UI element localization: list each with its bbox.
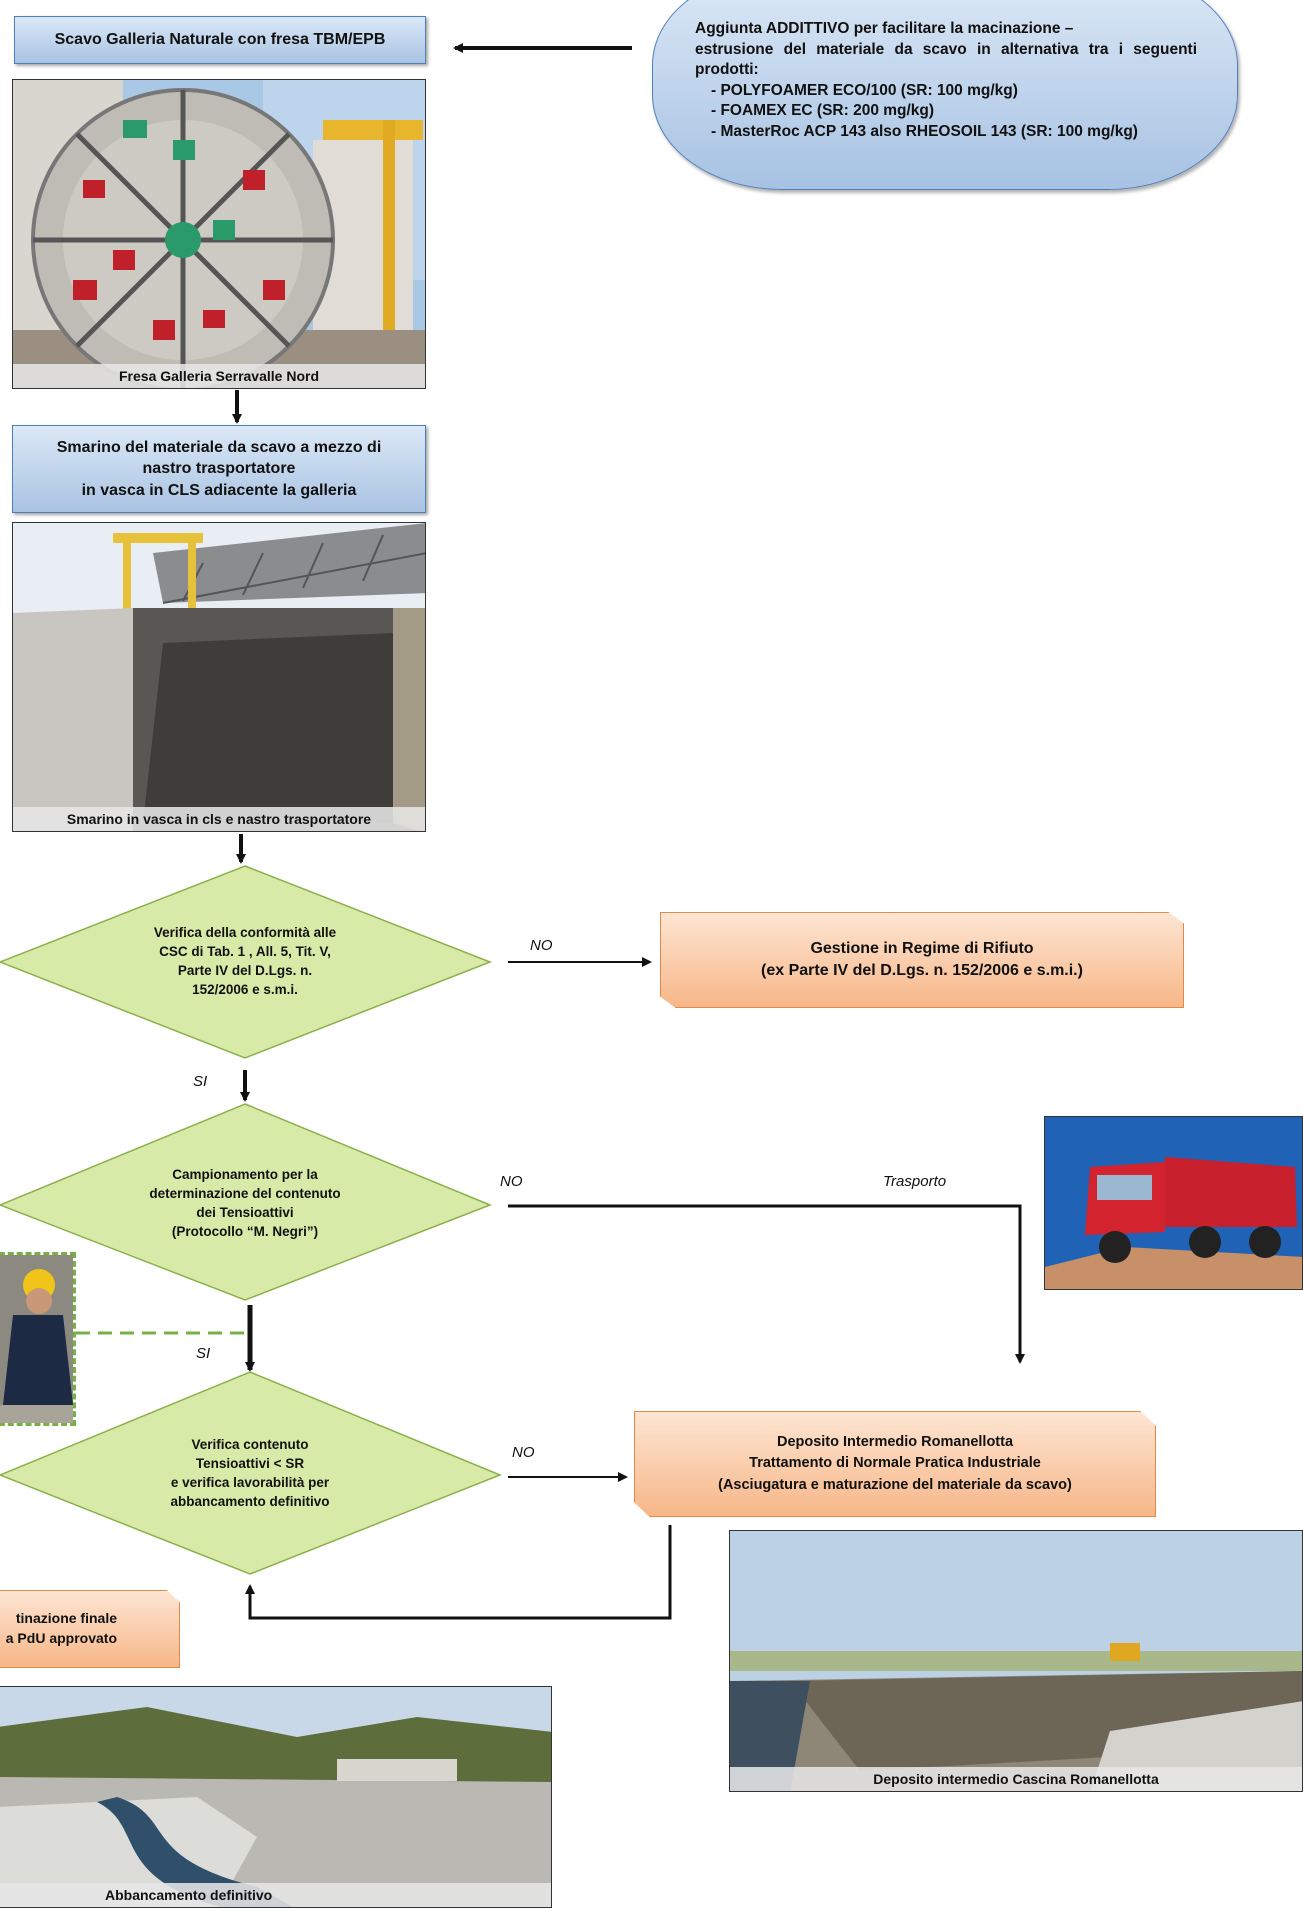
scavo-label: Scavo Galleria Naturale con fresa TBM/EP… <box>54 31 386 49</box>
additive-item: FOAMEX EC (SR: 200 mg/kg) <box>711 101 1197 122</box>
additive-item: MasterRoc ACP 143 also RHEOSOIL 143 (SR:… <box>711 122 1197 143</box>
label-no-3: NO <box>512 1444 535 1461</box>
rifiuto-line1: Gestione in Regime di Rifiuto <box>810 939 1034 957</box>
vasca-image <box>13 523 425 831</box>
diamond-tensioattivi-text: Campionamento per la determinazione del … <box>100 1158 390 1250</box>
smarino-line3: in vasca in CLS adiacente la galleria <box>81 481 357 499</box>
smarino-line2: nastro trasportatore <box>142 460 296 478</box>
smarino-box: Smarino del materiale da scavo a mezzo d… <box>12 425 426 513</box>
diamond-sr-line: e verifica lavorabilità per <box>170 1475 330 1490</box>
photo-vasca: Smarino in vasca in cls e nastro traspor… <box>12 522 426 832</box>
diamond-sr-text: Verifica contenuto Tensioattivi < SR e v… <box>110 1428 390 1520</box>
diamond-csc-line: CSC di Tab. 1 , All. 5, Tit. V, <box>159 944 331 960</box>
scavo-box: Scavo Galleria Naturale con fresa TBM/EP… <box>14 16 426 64</box>
destinazione-line1: tinazione finale <box>15 1610 117 1627</box>
diamond-sr-line: abbancamento definitivo <box>170 1493 330 1509</box>
diamond-tensioattivi-line: determinazione del contenuto <box>149 1186 341 1202</box>
diamond-tensioattivi-line: Campionamento per la <box>172 1167 318 1183</box>
destinazione-box: tinazione finale a PdU approvato <box>0 1590 180 1668</box>
diamond-tensioattivi-line: dei Tensioattivi <box>196 1205 294 1220</box>
decision-diamond-csc <box>0 865 493 1059</box>
rifiuto-line2: (ex Parte IV del D.Lgs. n. 152/2006 e s.… <box>761 962 1083 979</box>
decision-diamond-sr <box>0 1371 503 1575</box>
additive-item: POLYFOAMER ECO/100 (SR: 100 mg/kg) <box>711 81 1197 102</box>
additive-oval: Aggiunta ADDITTIVO per facilitare la mac… <box>652 0 1238 190</box>
arrow-return-loop <box>245 1525 672 1620</box>
additive-line2: estrusione del materiale da scavo in alt… <box>695 40 1197 79</box>
deposito-box: Deposito Intermedio Romanellotta Trattam… <box>634 1411 1156 1517</box>
deposito-line3: (Asciugatura e maturazione del materiale… <box>718 1476 1072 1493</box>
tbm-image <box>13 80 425 388</box>
deposito-line1: Deposito Intermedio Romanellotta <box>776 1434 1014 1451</box>
photo-abbancamento-caption: Abbancamento definitivo <box>0 1883 551 1907</box>
photo-vasca-caption: Smarino in vasca in cls e nastro traspor… <box>13 807 425 831</box>
decision-diamond-tensioattivi <box>0 1103 493 1301</box>
diamond-csc-line: Parte IV del D.Lgs. n. <box>177 963 313 978</box>
photo-worker <box>0 1252 76 1426</box>
diamond-csc-text: Verifica della conformità alle CSC di Ta… <box>110 916 380 1008</box>
photo-truck <box>1044 1116 1303 1290</box>
additive-intro: Aggiunta ADDITTIVO per facilitare la mac… <box>695 20 1074 37</box>
diamond-tensioattivi-line: (Protocollo “M. Negri”) <box>171 1223 319 1239</box>
smarino-line1: Smarino del materiale da scavo a mezzo d… <box>56 438 382 456</box>
label-si-1: SI <box>193 1073 208 1090</box>
truck-image <box>1045 1117 1302 1289</box>
additive-list: POLYFOAMER ECO/100 (SR: 100 mg/kg) FOAME… <box>695 81 1197 143</box>
diamond-csc-line: Verifica della conformità alle <box>153 925 337 941</box>
photo-deposito: Deposito intermedio Cascina Romanellotta <box>729 1530 1303 1792</box>
diamond-csc-line: 152/2006 e s.m.i. <box>192 981 298 997</box>
deposito-line2: Trattamento di Normale Pratica Industria… <box>749 1455 1041 1472</box>
photo-tbm: Fresa Galleria Serravalle Nord <box>12 79 426 389</box>
diamond-sr-line: Tensioattivi < SR <box>195 1456 305 1472</box>
destinazione-line2: a PdU approvato <box>5 1630 117 1646</box>
photo-abbancamento: Abbancamento definitivo <box>0 1686 552 1908</box>
photo-deposito-caption: Deposito intermedio Cascina Romanellotta <box>730 1767 1302 1791</box>
deposito-image <box>730 1531 1302 1791</box>
photo-tbm-caption: Fresa Galleria Serravalle Nord <box>13 364 425 388</box>
diamond-sr-line: Verifica contenuto <box>191 1437 309 1453</box>
rifiuto-box: Gestione in Regime di Rifiuto (ex Parte … <box>660 912 1184 1008</box>
abbancamento-image <box>0 1687 551 1907</box>
label-no-2: NO <box>500 1173 523 1190</box>
label-trasporto: Trasporto <box>883 1173 947 1190</box>
label-no-1: NO <box>530 937 553 954</box>
worker-image <box>0 1255 73 1423</box>
arrow-no-trasporto <box>508 1204 1025 1364</box>
label-si-2: SI <box>196 1345 211 1362</box>
